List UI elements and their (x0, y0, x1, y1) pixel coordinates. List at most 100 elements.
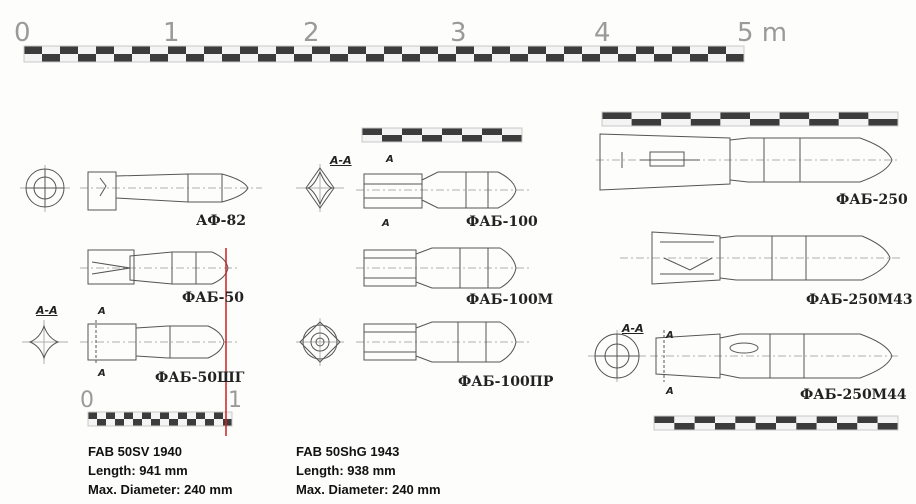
main-scale-segment (474, 46, 492, 54)
main-scale-segment (510, 54, 528, 62)
bomb-label-af-82: АФ-82 (196, 213, 246, 229)
main-scale-segment (582, 46, 600, 54)
cut-tag-fab-100-bottom: A (382, 218, 390, 229)
small-scale-segment (160, 419, 169, 426)
cut-tag-fab-50shg-bottom: A (98, 368, 106, 379)
main-scale-segment (474, 54, 492, 62)
main-scale-segment (420, 54, 438, 62)
main-scale-segment (438, 54, 456, 62)
scale-c-top-segment (631, 112, 662, 119)
small-scale-segment (169, 419, 178, 426)
scale-c-bot-frame (653, 415, 899, 431)
main-scale-segment (420, 46, 438, 54)
main-scale-segment (384, 46, 402, 54)
small-scale-segment (205, 419, 214, 426)
fab-100-side-view (356, 171, 530, 209)
main-scale-segment (42, 54, 60, 62)
spec-length: Length: 938 mm (296, 463, 396, 478)
scale-c-top-segment (631, 119, 662, 126)
main-scale-segment (222, 54, 240, 62)
small-scale-bar (87, 411, 233, 427)
section-tag-fab-50shg: A-A (36, 304, 58, 317)
main-scale-segment (312, 54, 330, 62)
cut-tag-fab-250m44-top: A (666, 330, 674, 341)
main-scale-segment (636, 54, 654, 62)
scale-b-segment (502, 135, 522, 142)
scale-c-top-segment (720, 112, 750, 119)
main-scale-segment (654, 54, 672, 62)
scale-c-bot-segment (816, 416, 837, 423)
fab-250m43-side-view (620, 231, 900, 285)
main-scale-segment (708, 54, 726, 62)
small-scale-segment (223, 412, 232, 419)
small-scale-segment (178, 412, 187, 419)
scale-b-segment (482, 128, 502, 135)
small-scale-segment (205, 412, 214, 419)
scale-c-bot-segment (715, 423, 736, 430)
main-scale-segment (618, 54, 636, 62)
section-tag-fab-250m44: A-A (622, 322, 644, 335)
af-82-side-view (80, 171, 262, 211)
bomb-label-fab-50: ФАБ-50 (182, 290, 244, 306)
main-scale-segment (60, 46, 78, 54)
scale-b-frame (361, 127, 523, 143)
main-scale-segment (672, 46, 690, 54)
main-scale-label-0: 0 (14, 18, 31, 48)
main-scale-segment (96, 54, 114, 62)
main-scale-segment (294, 54, 312, 62)
scale-c-bot-segment (776, 416, 797, 423)
main-scale-segment (600, 46, 618, 54)
main-scale-segment (348, 46, 366, 54)
main-scale-segment (276, 46, 294, 54)
main-scale-segment (528, 54, 546, 62)
main-scale-label-4: 4 (594, 18, 611, 48)
main-scale-segment (42, 46, 60, 54)
scale-c-top-segment (602, 112, 632, 119)
main-scale-segment (240, 54, 258, 62)
bomb-label-fab-100pr: ФАБ-100ПР (458, 374, 554, 390)
main-scale-segment (690, 46, 708, 54)
main-scale-segment (312, 46, 330, 54)
scale-c-bot-segment (877, 416, 898, 423)
main-scale-segment (258, 46, 276, 54)
main-scale-segment (24, 46, 42, 54)
scale-c-top-segment (690, 119, 721, 126)
cut-tag-fab-100-top: A (386, 154, 394, 165)
small-scale-segment (196, 419, 205, 426)
scale-b-segment (362, 135, 382, 142)
small-scale-segment (142, 419, 151, 426)
scale-c-bot-segment (654, 423, 675, 430)
scale-b-segment (442, 128, 462, 135)
scale-c-bot-segment (735, 423, 756, 430)
small-scale-segment (214, 419, 223, 426)
spec-length: Length: 941 mm (88, 463, 188, 478)
scale-c-bot-segment (776, 423, 797, 430)
small-scale-segment (88, 419, 97, 426)
scale-c-top-segment (868, 112, 898, 119)
scale-bar-fab-100 (361, 127, 523, 143)
scale-b-segment (402, 128, 422, 135)
main-scale-segment (330, 54, 348, 62)
main-scale-segment (402, 54, 420, 62)
fab-250-side-view (596, 133, 900, 191)
scale-c-top-segment (838, 112, 869, 119)
small-scale-segment (88, 412, 97, 419)
fab-50-side-view (80, 249, 240, 285)
scale-b-segment (422, 135, 442, 142)
spec-title: FAB 50ShG 1943 (296, 444, 400, 459)
main-scale-segment (564, 46, 582, 54)
spec-diameter: Max. Diameter: 240 mm (88, 482, 233, 497)
small-scale-segment (133, 412, 142, 419)
main-scale-segment (672, 54, 690, 62)
scale-c-top-frame (601, 111, 899, 127)
fab-100-section-view (296, 164, 344, 212)
spec-block-fab-50sv: FAB 50SV 1940 Length: 941 mm Max. Diamet… (88, 442, 233, 499)
scale-bar-fab-250-top (601, 111, 899, 127)
fab-250m44-section-view (588, 330, 646, 382)
scale-c-bot-segment (837, 416, 858, 423)
main-scale-segment (690, 54, 708, 62)
small-scale-segment (214, 412, 223, 419)
main-scale-segment (564, 54, 582, 62)
main-scale-segment (132, 54, 150, 62)
